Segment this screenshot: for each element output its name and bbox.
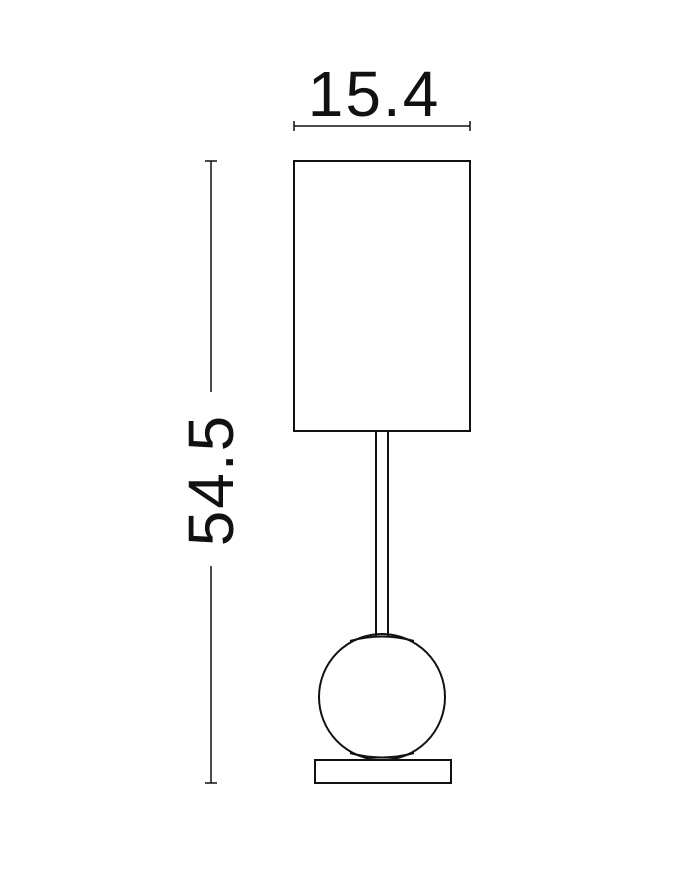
table-lamp-icon bbox=[293, 160, 471, 784]
lamp-sphere-bottom-band bbox=[349, 752, 415, 759]
width-label: 15.4 bbox=[308, 58, 441, 130]
lamp-sphere bbox=[318, 633, 446, 761]
lamp-base-plate bbox=[314, 759, 452, 784]
height-label: 54.5 bbox=[175, 414, 247, 547]
width-dimension: 15.4 bbox=[293, 58, 471, 131]
height-dimension: 54.5 bbox=[175, 160, 247, 784]
lamp-shade bbox=[293, 160, 471, 432]
lamp-sphere-top-band bbox=[349, 635, 415, 642]
